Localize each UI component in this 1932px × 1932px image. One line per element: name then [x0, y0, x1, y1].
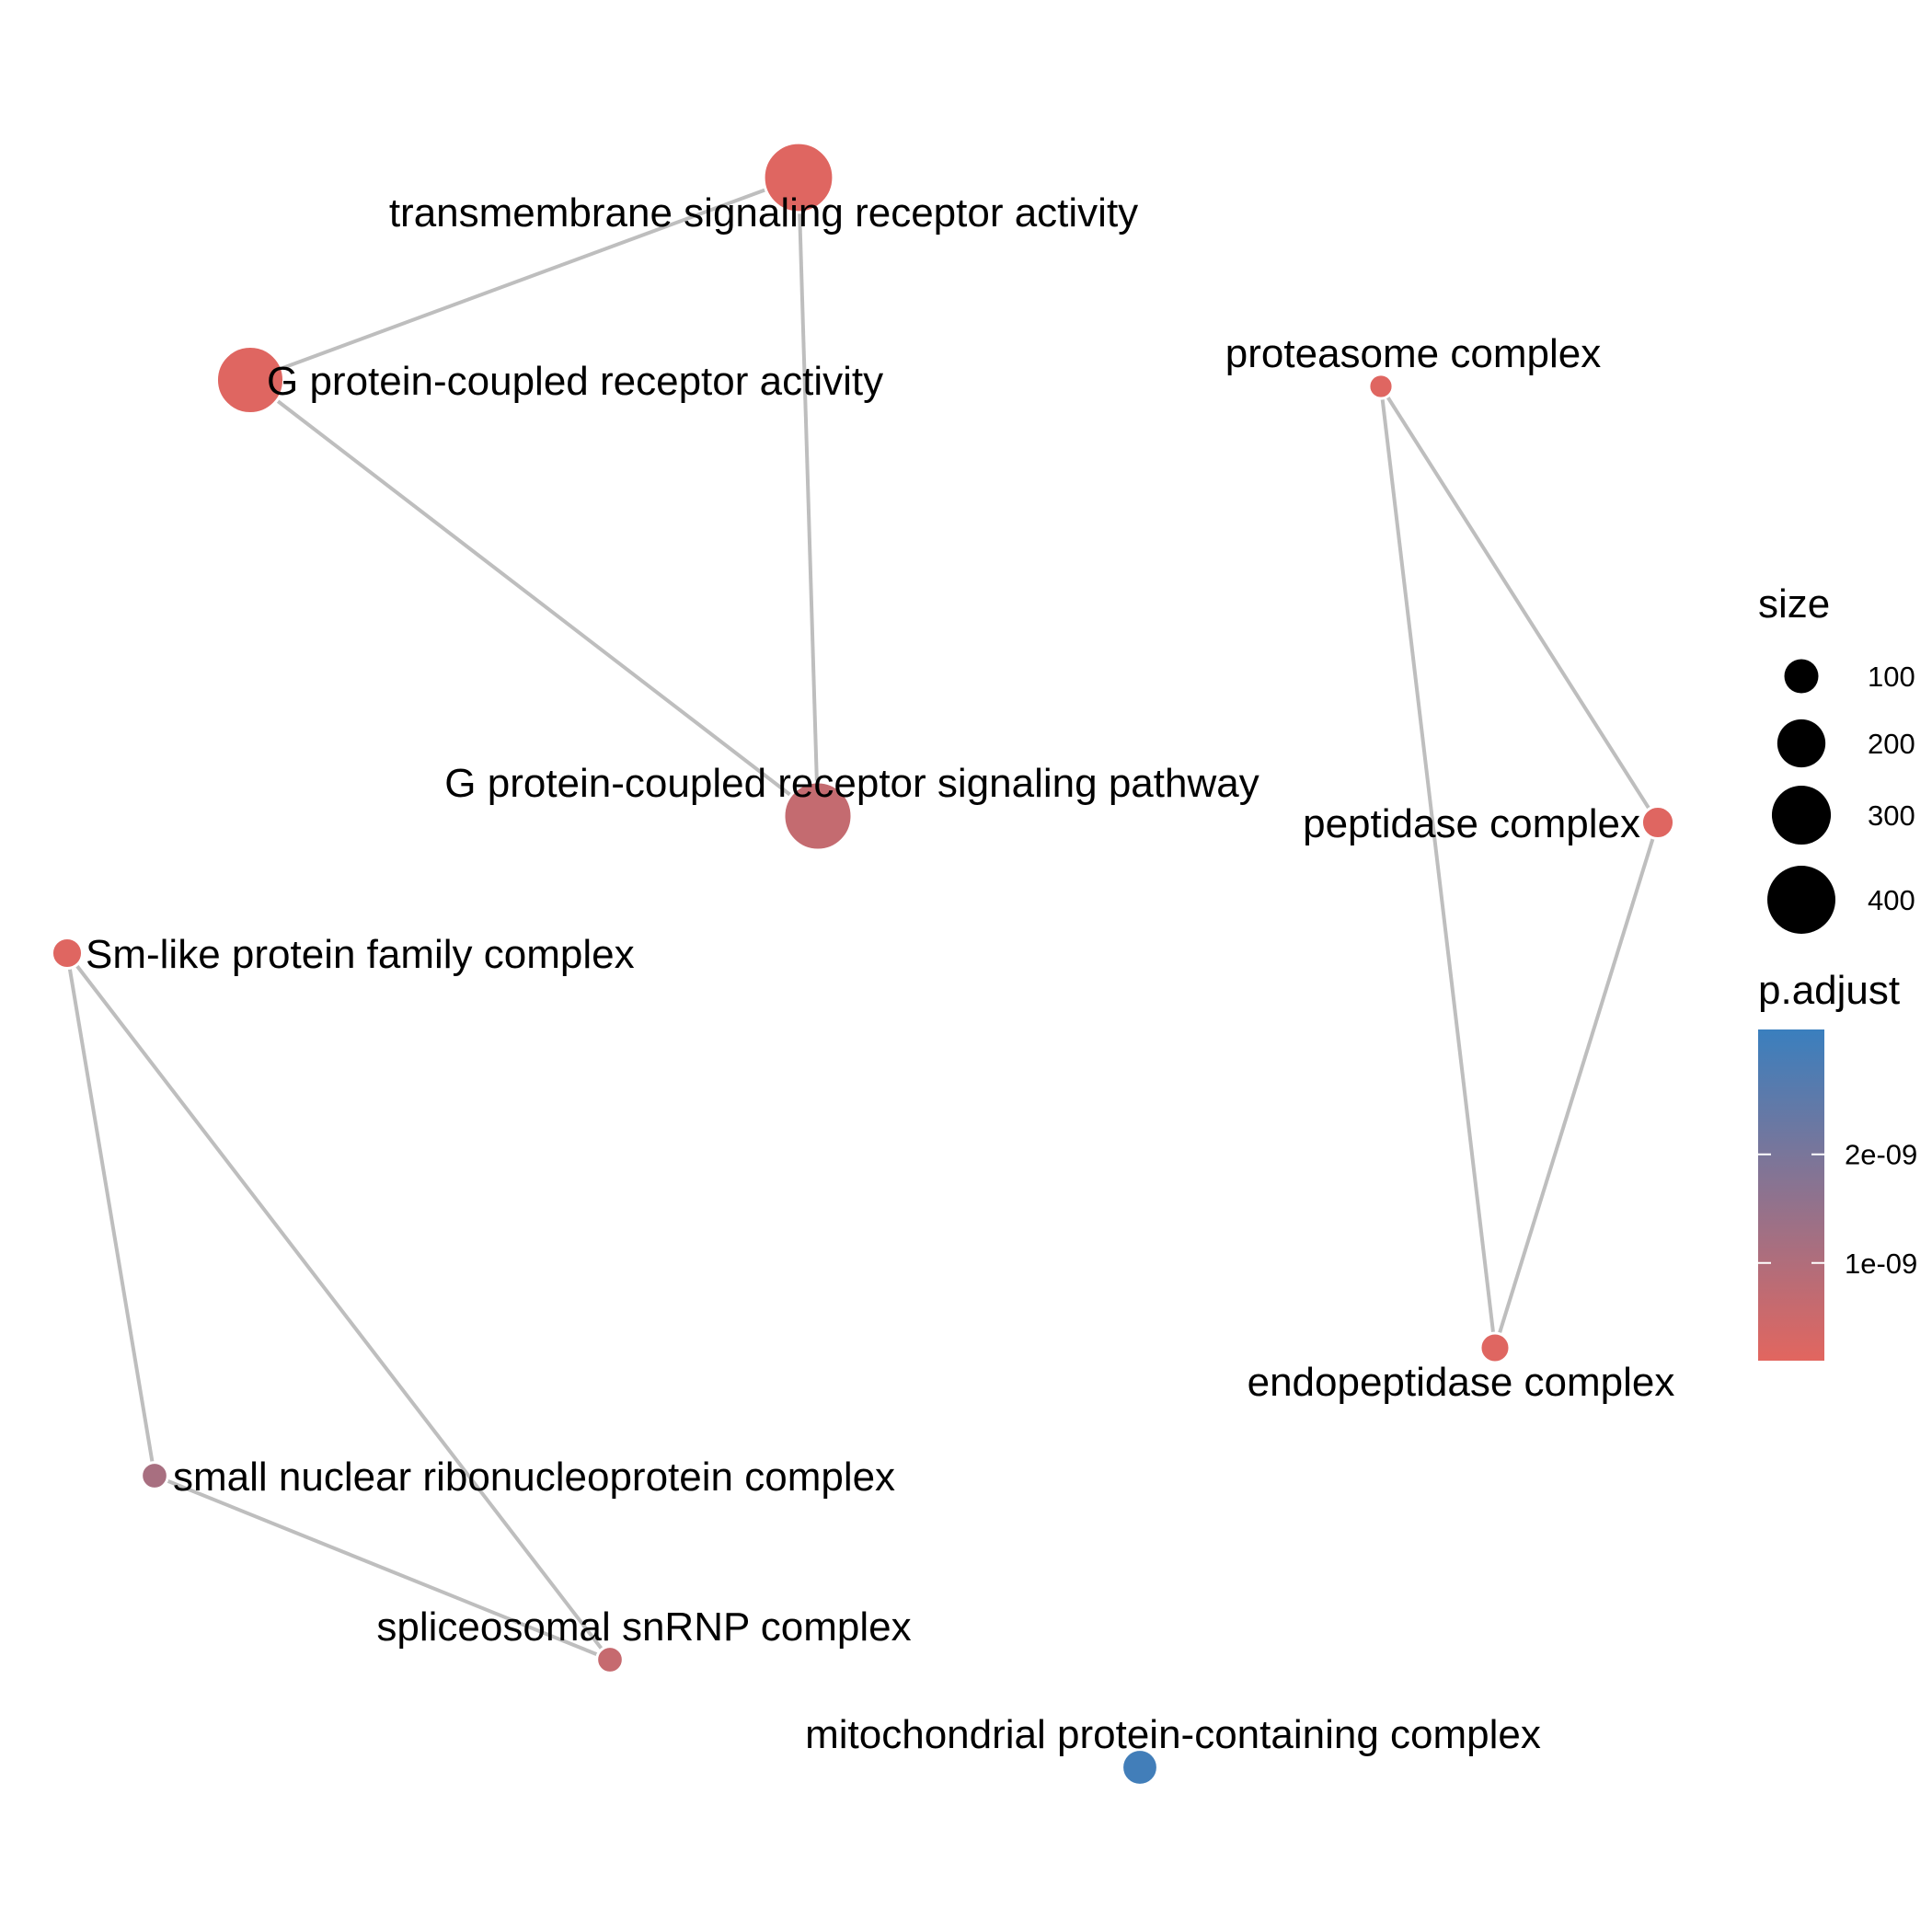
node-label-tsra: transmembrane signaling receptor activit… [389, 190, 1138, 236]
edge-proteasome-endopeptidase [1379, 385, 1497, 1349]
edge-tsra-gpcra [249, 176, 799, 382]
size-legend-dot-100 [1784, 659, 1819, 694]
edge-smlike-snrnp_complex [65, 952, 156, 1477]
node-label-gpcra: G protein-coupled receptor activity [267, 359, 883, 404]
node-smlike [50, 936, 85, 971]
edge-peptidase-endopeptidase [1493, 822, 1660, 1349]
size-legend-label-300: 300 [1868, 799, 1915, 832]
node-label-smlike: Sm-like protein family complex [86, 932, 635, 977]
edge-proteasome-peptidase [1379, 385, 1660, 824]
node-label-peptidase: peptidase complex [1303, 801, 1640, 846]
size-legend-dot-300 [1771, 785, 1832, 845]
node-gpcrsp [782, 780, 854, 852]
color-bar [1758, 1029, 1824, 1361]
legend: size 100 200 300 400 p.adjust 2e-09 1e-09 [1758, 581, 1917, 1361]
node-label-mito: mitochondrial protein-containing complex [805, 1712, 1541, 1757]
size-legend-label-100: 100 [1868, 661, 1915, 693]
color-legend-title: p.adjust [1758, 968, 1900, 1013]
node-label-endopeptidase: endopeptidase complex [1248, 1360, 1675, 1405]
nodes-layer [50, 141, 1676, 1787]
node-label-proteasome: proteasome complex [1225, 331, 1601, 376]
edge-tsra-gpcrsp [797, 177, 820, 817]
node-proteasome [1367, 373, 1395, 400]
node-label-spliceosomal: spliceosomal snRNP complex [376, 1604, 911, 1650]
edge-smlike-spliceosomal [65, 951, 612, 1662]
node-spliceosomal [595, 1645, 625, 1674]
node-mito [1121, 1748, 1159, 1787]
node-peptidase [1639, 804, 1676, 841]
color-tick-label-1e-09: 1e-09 [1845, 1248, 1917, 1280]
labels-layer: transmembrane signaling receptor activit… [86, 190, 1674, 1757]
node-gpcra [214, 344, 286, 416]
node-tsra [762, 141, 835, 214]
node-endopeptidase [1478, 1331, 1512, 1364]
size-legend-dot-200 [1777, 719, 1826, 768]
size-legend-items: 100 200 300 400 [1767, 659, 1915, 934]
edge-snrnp_complex-spliceosomal [154, 1474, 611, 1662]
color-tick-label-2e-09: 2e-09 [1845, 1139, 1917, 1171]
size-legend-label-400: 400 [1868, 884, 1915, 916]
color-legend-ticks: 2e-09 1e-09 [1758, 1139, 1917, 1280]
edge-gpcra-gpcrsp [248, 378, 820, 818]
size-legend-title: size [1758, 581, 1830, 627]
size-legend-dot-400 [1767, 866, 1835, 934]
size-legend-label-200: 200 [1868, 728, 1915, 760]
edges-layer [65, 176, 1660, 1662]
node-snrnp_complex [140, 1461, 169, 1490]
node-label-snrnp_complex: small nuclear ribonucleoprotein complex [173, 1455, 895, 1500]
node-label-gpcrsp: G protein-coupled receptor signaling pat… [444, 761, 1259, 806]
